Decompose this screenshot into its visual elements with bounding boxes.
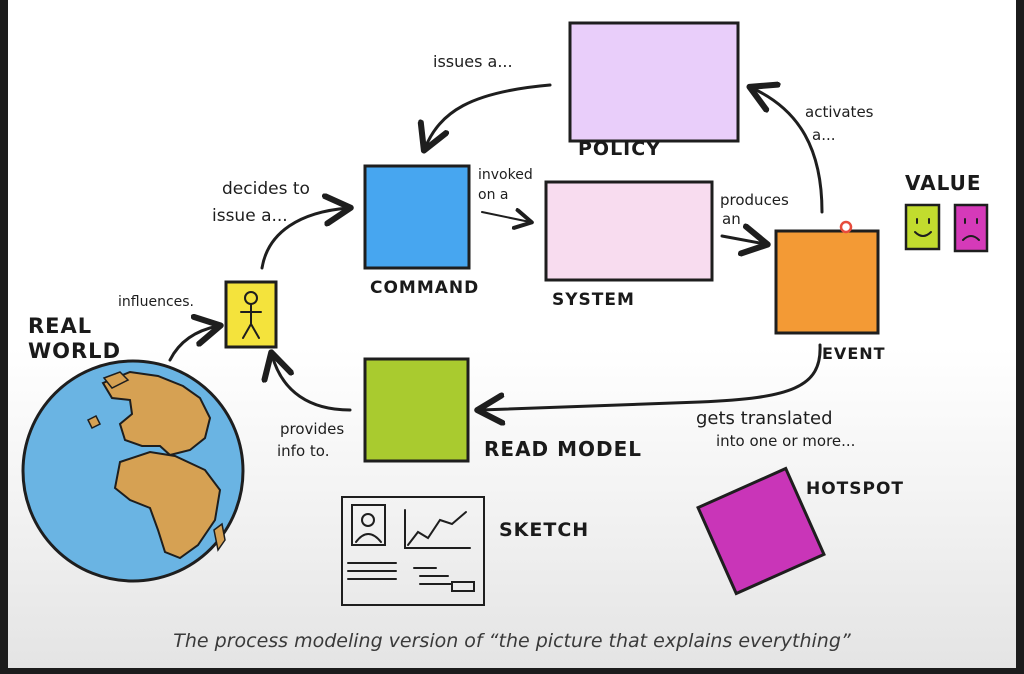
arrow-actor-to-command [260, 208, 348, 270]
command-sticky [363, 164, 471, 270]
sketch-label: SKETCH [499, 519, 589, 541]
edge-label-produces-line1: produces [720, 191, 789, 209]
flow-arrows [168, 83, 824, 412]
read-model-label: READ MODEL [484, 437, 642, 461]
arrow-readmodel-to-actor [272, 355, 352, 412]
edge-label-translated-line2: into one or more... [716, 432, 855, 450]
policy-label: POLICY [578, 138, 661, 160]
value-good-sticky [904, 203, 941, 251]
edge-label-invoked-line1: invoked [478, 167, 533, 183]
edge-label-issues: issues a... [433, 52, 513, 71]
policy-sticky [568, 21, 740, 143]
hotspot-label: HOTSPOT [806, 479, 904, 499]
actor-sticky [224, 280, 278, 349]
value-label: VALUE [905, 171, 982, 195]
real-world-globe-icon [21, 359, 245, 583]
edge-label-influences: influences. [118, 294, 194, 310]
real-world-label-line2: WORLD [28, 339, 121, 363]
read-model-sticky [363, 357, 470, 463]
caption-text: The process modeling version of “the pic… [173, 630, 851, 652]
arrow-event-to-readmodel [480, 343, 822, 410]
event-label: EVENT [822, 344, 886, 363]
sketch-wireframe-icon [341, 496, 485, 606]
cursor-indicator [839, 220, 853, 234]
edge-label-translated-line1: gets translated [696, 408, 833, 429]
edge-label-decides-line1: decides to [222, 179, 310, 199]
stick-figure-icon [240, 291, 262, 339]
real-world-label-line1: REAL [28, 314, 92, 338]
edge-label-invoked-line2: on a [478, 187, 508, 203]
smile-face-icon [914, 218, 932, 237]
arrow-world-to-actor [168, 326, 218, 362]
arrow-event-to-policy [752, 88, 824, 214]
event-sticky [774, 229, 880, 335]
hotspot-sticky [696, 466, 826, 596]
edge-label-activates-line2: a... [812, 126, 836, 144]
value-bad-sticky [953, 203, 989, 253]
system-sticky [544, 180, 714, 282]
arrow-policy-to-command [425, 83, 552, 148]
edge-label-provides-line2: info to. [277, 442, 329, 460]
edge-label-produces-line2: an [722, 210, 741, 228]
arrow-system-to-event [720, 236, 765, 244]
command-label: COMMAND [370, 278, 479, 298]
edge-label-activates-line1: activates [805, 103, 874, 121]
arrow-command-to-system [481, 212, 530, 222]
system-label: SYSTEM [552, 290, 635, 310]
sad-face-icon [962, 218, 980, 241]
edge-label-decides-line2: issue a... [212, 206, 288, 226]
edge-label-provides-line1: provides [280, 420, 344, 438]
